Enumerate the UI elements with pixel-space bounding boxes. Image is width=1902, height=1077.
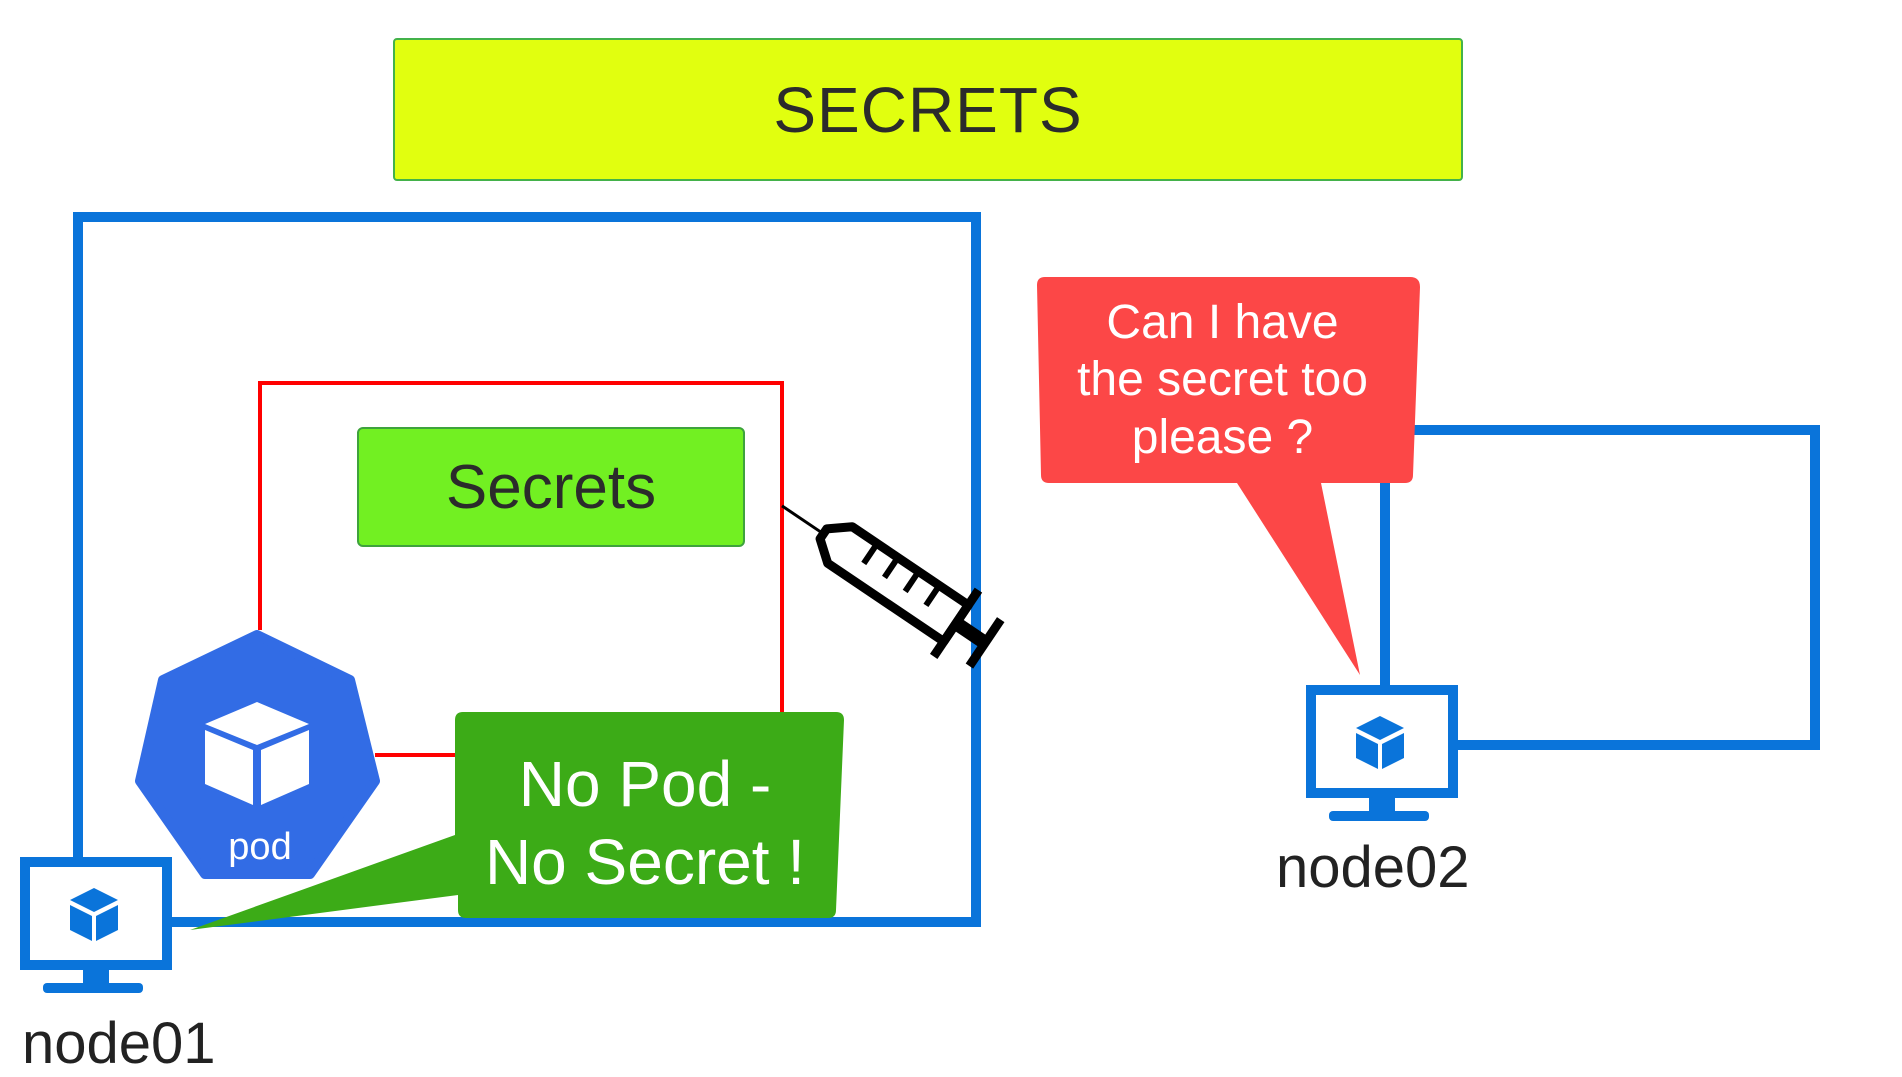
bubble-line: the secret too [1077, 353, 1368, 407]
title-banner: SECRETS [393, 38, 1463, 181]
node02-label: node02 [1276, 835, 1470, 900]
pod-label: pod [228, 826, 292, 868]
node02-bubble-text: Can I have the secret too please ? [1030, 285, 1415, 475]
node02-computer-icon [1306, 685, 1458, 821]
node01-boundary [73, 212, 981, 927]
bubble-line: No Secret ! [484, 826, 806, 898]
bubble-line: No Pod - [518, 747, 772, 820]
secrets-object: Secrets [357, 427, 745, 547]
node01-label: node01 [22, 1011, 216, 1076]
syringe-icon [781, 504, 1005, 669]
node02-speech-bubble [1037, 277, 1420, 675]
pod-boundary-line [258, 381, 784, 712]
node02-boundary [1380, 425, 1820, 750]
pod-icon [135, 630, 380, 879]
bubble-line: please ? [1131, 410, 1314, 464]
node01-computer-icon [20, 857, 172, 993]
node01-bubble-text: No Pod - No Secret ! [455, 728, 835, 918]
node01-speech-bubble [190, 712, 844, 930]
bubble-line: Can I have [1106, 295, 1339, 349]
